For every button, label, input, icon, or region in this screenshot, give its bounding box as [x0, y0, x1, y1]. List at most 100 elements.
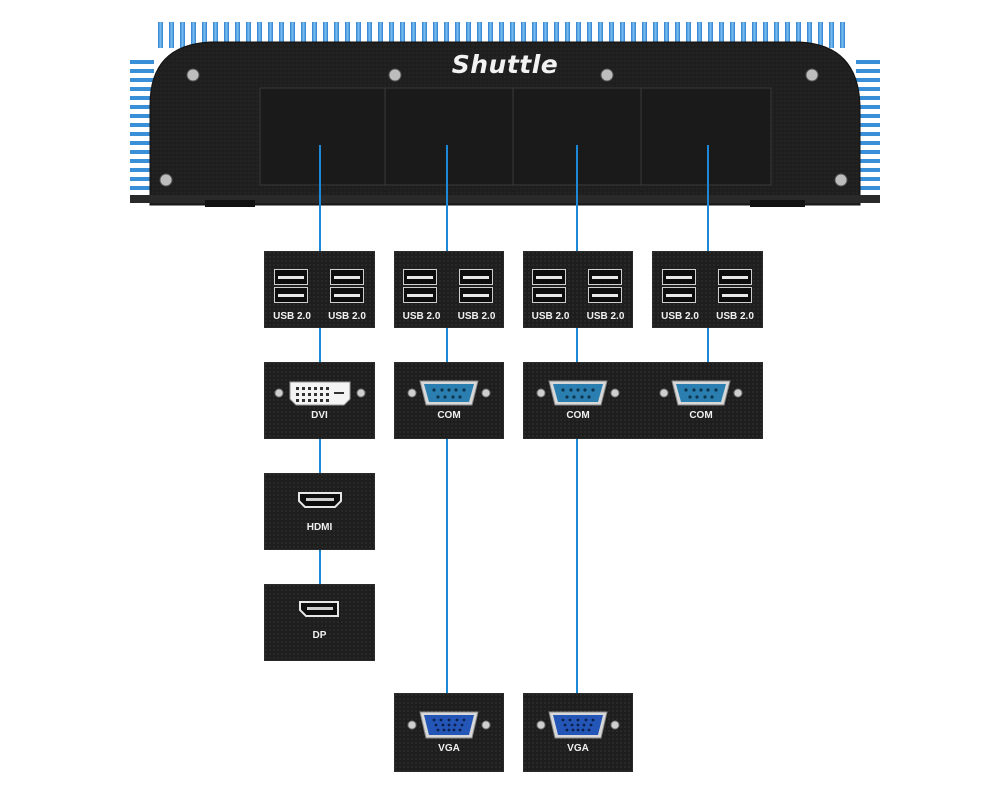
dvi-panel: DVI [264, 362, 375, 439]
heatsink-fin [521, 22, 526, 48]
heatsink-fin [686, 22, 691, 48]
usb-port-icon [587, 267, 623, 305]
heatsink-fin [130, 186, 154, 190]
heatsink-fin [202, 22, 207, 48]
heatsink-fin [856, 186, 880, 190]
heatsink-fin [130, 150, 154, 154]
vga-label: VGA [567, 743, 589, 754]
heatsink-fin [257, 22, 262, 48]
displayport-icon [299, 601, 339, 617]
heatsink-fin [488, 22, 493, 48]
heatsink-fin [444, 22, 449, 48]
com-port-icon [659, 380, 743, 406]
usb-port-icon [531, 267, 567, 305]
heatsink-fin [664, 22, 669, 48]
heatsink-fin [279, 22, 284, 48]
heatsink-fin [829, 22, 834, 48]
heatsink-fin [433, 22, 438, 48]
com-label: COM [437, 410, 461, 421]
heatsink-fin [856, 168, 880, 172]
heatsink-fin [609, 22, 614, 48]
heatsink-fin [807, 22, 812, 48]
heatsink-fin [422, 22, 427, 48]
com-label: COM [566, 410, 590, 421]
heatsink-fin [290, 22, 295, 48]
heatsink-fin [411, 22, 416, 48]
usb-port-icon [402, 267, 438, 305]
heatsink-fin [856, 69, 880, 73]
heatsink-fin [367, 22, 372, 48]
hdmi-port-icon [298, 492, 342, 508]
usb-port-icon [329, 267, 365, 305]
heatsink-fin [389, 22, 394, 48]
com-port-icon [407, 380, 491, 406]
heatsink-fin [130, 78, 154, 82]
usb-label: USB 2.0 [661, 311, 699, 322]
vga-label: VGA [438, 743, 460, 754]
heatsink-fin [856, 123, 880, 127]
heatsink-fin [856, 60, 880, 64]
heatsink-fin [268, 22, 273, 48]
heatsink-fin [378, 22, 383, 48]
heatsink-fin [818, 22, 823, 48]
heatsink-fin [752, 22, 757, 48]
heatsink-fin [246, 22, 251, 48]
dp-label: DP [312, 630, 327, 641]
heatsink-fin [130, 177, 154, 181]
heatsink-fin [774, 22, 779, 48]
dp-panel: DP [264, 584, 375, 661]
heatsink-fin [708, 22, 713, 48]
heatsink-fin [856, 87, 880, 91]
heatsink-fin [312, 22, 317, 48]
usb-port-icon [273, 267, 309, 305]
heatsink-fin [856, 114, 880, 118]
chassis-front-panel [130, 22, 880, 207]
heatsink-fin [130, 141, 154, 145]
vga-panel-1: VGA [394, 693, 504, 772]
heatsink-fin [235, 22, 240, 48]
heatsink-fin [532, 22, 537, 48]
brand-logo: Shuttle [451, 50, 559, 79]
usb-port-icon [458, 267, 494, 305]
vga-port-icon [407, 711, 491, 739]
usb-port-icon [717, 267, 753, 305]
heatsink-fin [499, 22, 504, 48]
heatsink-fin [620, 22, 625, 48]
heatsink-fin [213, 22, 218, 48]
heatsink-fin [301, 22, 306, 48]
heatsink-fin [785, 22, 790, 48]
heatsink-fin [856, 78, 880, 82]
heatsink-fin [587, 22, 592, 48]
heatsink-fin [543, 22, 548, 48]
heatsink-fin [224, 22, 229, 48]
com-panel-1: COM [394, 362, 504, 439]
heatsink-fin [158, 22, 163, 48]
heatsink-fin [856, 141, 880, 145]
heatsink-fin [741, 22, 746, 48]
com-port-icon [536, 380, 620, 406]
heatsink-fin [598, 22, 603, 48]
com-label: COM [689, 410, 713, 421]
vga-panel-2: VGA [523, 693, 633, 772]
heatsink-fin [400, 22, 405, 48]
heatsink-fin [130, 159, 154, 163]
heatsink-fin [130, 87, 154, 91]
usb-panel-2: USB 2.0 USB 2.0 [394, 251, 504, 328]
heatsink-fin [356, 22, 361, 48]
heatsink-fin [642, 22, 647, 48]
hdmi-panel: HDMI [264, 473, 375, 550]
heatsink-fin [130, 105, 154, 109]
heatsink-fin [576, 22, 581, 48]
usb-label: USB 2.0 [402, 311, 441, 322]
heatsink-fin [730, 22, 735, 48]
heatsink-fin [191, 22, 196, 48]
vga-port-icon [536, 711, 620, 739]
heatsink-fin [323, 22, 328, 48]
usb-panel-4: USB 2.0 USB 2.0 [652, 251, 763, 328]
usb-label: USB 2.0 [586, 311, 625, 322]
com-panel-2: COM COM [523, 362, 763, 439]
usb-label: USB 2.0 [273, 311, 311, 322]
heatsink-fin [130, 114, 154, 118]
heatsink-fin [796, 22, 801, 48]
heatsink-fin [856, 105, 880, 109]
